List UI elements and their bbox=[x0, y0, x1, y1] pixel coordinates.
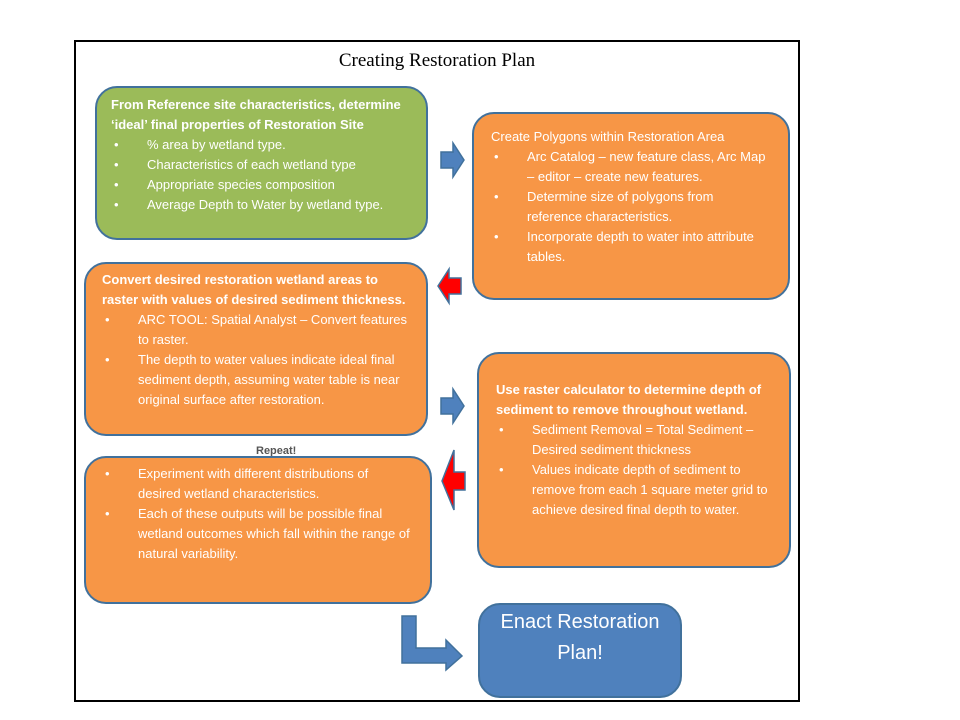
box-heading: Convert desired restoration wetland area… bbox=[102, 272, 406, 307]
enact-line-1: Enact Restoration bbox=[500, 611, 660, 633]
left-arrow-icon bbox=[441, 449, 466, 511]
enact-plan-box: Enact Restoration Plan! bbox=[478, 603, 682, 698]
list-item: Incorporate depth to water into attribut… bbox=[491, 227, 771, 267]
convert-raster-box: Convert desired restoration wetland area… bbox=[84, 262, 428, 436]
list-item: Sediment Removal = Total Sediment – Desi… bbox=[496, 420, 772, 460]
bullet-list: Arc Catalog – new feature class, Arc Map… bbox=[491, 147, 771, 267]
list-item: Determine size of polygons from referenc… bbox=[491, 187, 771, 227]
box-heading: Create Polygons within Restoration Area bbox=[491, 129, 725, 144]
list-item: Appropriate species composition bbox=[111, 175, 412, 195]
list-item: Values indicate depth of sediment to rem… bbox=[496, 460, 772, 520]
list-item: % area by wetland type. bbox=[111, 135, 412, 155]
create-polygons-box: Create Polygons within Restoration Area … bbox=[472, 112, 790, 300]
experiment-box: Experiment with different distributions … bbox=[84, 456, 432, 604]
list-item: The depth to water values indicate ideal… bbox=[102, 350, 410, 410]
raster-calculator-box: Use raster calculator to determine depth… bbox=[477, 352, 791, 568]
list-item: Characteristics of each wetland type bbox=[111, 155, 412, 175]
list-item: Each of these outputs will be possible f… bbox=[102, 504, 414, 564]
list-item: ARC TOOL: Spatial Analyst – Convert feat… bbox=[102, 310, 410, 350]
bullet-list: ARC TOOL: Spatial Analyst – Convert feat… bbox=[102, 310, 410, 410]
left-arrow-icon bbox=[437, 266, 462, 306]
bullet-list: Experiment with different distributions … bbox=[102, 464, 414, 564]
list-item: Arc Catalog – new feature class, Arc Map… bbox=[491, 147, 771, 187]
list-item: Average Depth to Water by wetland type. bbox=[111, 195, 412, 215]
bullet-list: % area by wetland type. Characteristics … bbox=[111, 135, 412, 215]
list-item: Experiment with different distributions … bbox=[102, 464, 414, 504]
repeat-label: Repeat! bbox=[256, 445, 297, 457]
bent-arrow-icon bbox=[401, 615, 464, 672]
bullet-list: Sediment Removal = Total Sediment – Desi… bbox=[496, 420, 772, 520]
box-heading: From Reference site characteristics, det… bbox=[111, 97, 401, 132]
box-heading: Use raster calculator to determine depth… bbox=[496, 382, 762, 417]
right-arrow-icon bbox=[440, 386, 465, 426]
reference-properties-box: From Reference site characteristics, det… bbox=[95, 86, 428, 240]
diagram-title: Creating Restoration Plan bbox=[338, 50, 536, 71]
enact-line-2: Plan! bbox=[557, 642, 603, 664]
right-arrow-icon bbox=[440, 140, 465, 180]
